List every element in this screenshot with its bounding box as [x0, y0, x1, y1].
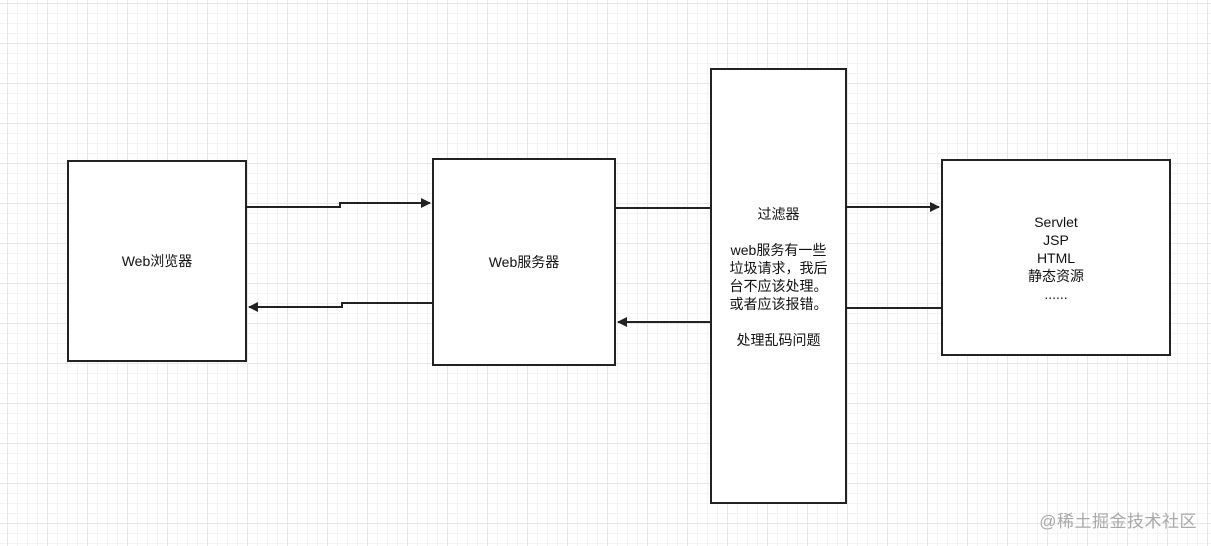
filter-description-line: 或者应该报错。 [729, 296, 828, 312]
filter-description-line: 台不应该处理。 [729, 278, 828, 294]
filter-description: web服务有一些 垃圾请求，我后 台不应该处理。 或者应该报错。 [730, 241, 828, 313]
edge-browser-to-server [247, 198, 431, 208]
filter-description-line: web服务有一些 [730, 242, 827, 258]
resource-servlet: Servlet [1034, 213, 1078, 230]
resource-jsp: JSP [1043, 231, 1069, 248]
resource-ellipsis: ...... [1044, 285, 1068, 302]
web-server-node: Web服务器 [432, 158, 616, 366]
resource-html: HTML [1036, 249, 1076, 266]
watermark: @稀土掘金技术社区 [1039, 512, 1197, 531]
resources-node: Servlet JSP HTML 静态资源 ...... [941, 159, 1171, 356]
web-server-label: Web服务器 [488, 254, 560, 270]
web-browser-node: Web浏览器 [67, 160, 247, 362]
filter-description-line: 垃圾请求，我后 [729, 260, 828, 276]
filter-node: 过滤器 web服务有一些 垃圾请求，我后 台不应该处理。 或者应该报错。 处理乱… [710, 68, 847, 504]
edge-server-to-browser [248, 302, 432, 312]
filter-encoding-note: 处理乱码问题 [736, 332, 821, 348]
filter-title: 过滤器 [757, 206, 800, 222]
web-browser-label: Web浏览器 [121, 253, 193, 269]
resource-static: 静态资源 [1028, 267, 1084, 284]
